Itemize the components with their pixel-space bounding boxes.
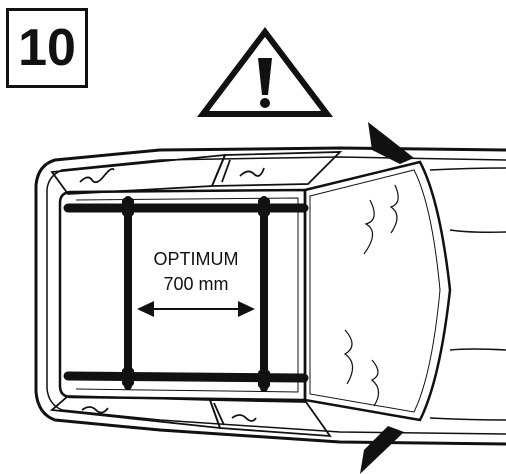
side-windows (49, 151, 343, 438)
rack-feet (122, 198, 270, 388)
step-number-box: 10 (6, 8, 88, 88)
windshield (303, 160, 452, 422)
distance-arrow (137, 301, 255, 317)
distance-value: 700 mm (163, 274, 228, 294)
side-mirrors (360, 122, 414, 474)
car-body-outline (34, 146, 506, 446)
optimum-label: OPTIMUM (154, 249, 239, 269)
step-number: 10 (18, 19, 76, 77)
roof-rack-bars (63, 196, 309, 392)
warning-triangle-icon (196, 27, 334, 117)
hood-lines (429, 167, 506, 421)
